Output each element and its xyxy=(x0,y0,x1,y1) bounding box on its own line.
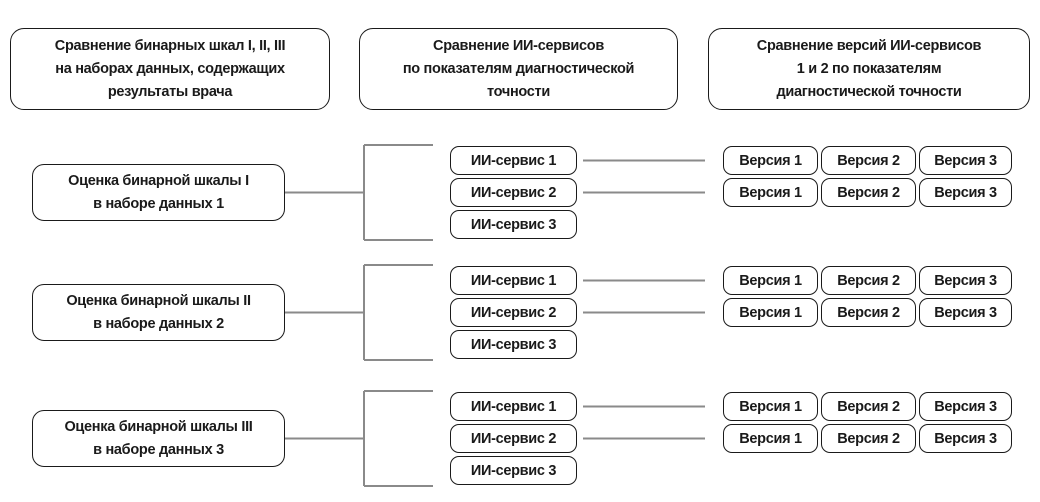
version-box: Версия 2 xyxy=(821,424,916,453)
version-box: Версия 1 xyxy=(723,424,818,453)
service-box: ИИ-сервис 1 xyxy=(450,146,577,175)
service-box: ИИ-сервис 1 xyxy=(450,266,577,295)
version-box: Версия 1 xyxy=(723,266,818,295)
header-text-line: Сравнение ИИ-сервисов xyxy=(433,37,604,54)
version-box: Версия 1 xyxy=(723,146,818,175)
header-text-line: диагностической точности xyxy=(776,83,962,100)
version-box: Версия 1 xyxy=(723,298,818,327)
version-box: Версия 3 xyxy=(919,266,1012,295)
scale-box-line: в наборе данных 2 xyxy=(93,315,224,332)
scale-box-line: в наборе данных 1 xyxy=(93,195,224,212)
header-text-line: Сравнение бинарных шкал I, II, III xyxy=(54,37,286,54)
scale-box-line: в наборе данных 3 xyxy=(93,441,224,458)
header-text-line: 1 и 2 по показателям xyxy=(796,60,942,77)
version-box: Версия 2 xyxy=(821,298,916,327)
version-box: Версия 2 xyxy=(821,178,916,207)
version-box: Версия 3 xyxy=(919,146,1012,175)
service-box: ИИ-сервис 3 xyxy=(450,456,577,485)
version-box: Версия 3 xyxy=(919,392,1012,421)
version-box: Версия 1 xyxy=(723,178,818,207)
scale-box-line: Оценка бинарной шкалы III xyxy=(64,418,253,435)
service-box: ИИ-сервис 2 xyxy=(450,178,577,207)
version-box: Версия 2 xyxy=(821,146,916,175)
service-box: ИИ-сервис 3 xyxy=(450,330,577,359)
header-text-line: по показателям диагностической xyxy=(402,60,635,77)
service-box: ИИ-сервис 2 xyxy=(450,424,577,453)
header-text-line: результаты врача xyxy=(107,83,233,100)
version-box: Версия 1 xyxy=(723,392,818,421)
version-box: Версия 3 xyxy=(919,298,1012,327)
scale-box-1: Оценка бинарной шкалы I в наборе данных … xyxy=(32,164,285,221)
version-box: Версия 2 xyxy=(821,266,916,295)
scale-box-line: Оценка бинарной шкалы I xyxy=(68,172,249,189)
header-box-service-versions: Сравнение версий ИИ-сервисов 1 и 2 по по… xyxy=(708,28,1030,110)
header-box-binary-scales: Сравнение бинарных шкал I, II, III на на… xyxy=(10,28,330,110)
service-box: ИИ-сервис 1 xyxy=(450,392,577,421)
service-box: ИИ-сервис 3 xyxy=(450,210,577,239)
version-box: Версия 3 xyxy=(919,178,1012,207)
header-text-line: на наборах данных, содержащих xyxy=(55,60,285,77)
header-text-line: Сравнение версий ИИ-сервисов xyxy=(756,37,982,54)
header-text-line: точности xyxy=(487,83,550,100)
service-box: ИИ-сервис 2 xyxy=(450,298,577,327)
scale-box-3: Оценка бинарной шкалы III в наборе данны… xyxy=(32,410,285,467)
version-box: Версия 2 xyxy=(821,392,916,421)
scale-box-2: Оценка бинарной шкалы II в наборе данных… xyxy=(32,284,285,341)
version-box: Версия 3 xyxy=(919,424,1012,453)
header-box-ai-services: Сравнение ИИ-сервисов по показателям диа… xyxy=(359,28,678,110)
scale-box-line: Оценка бинарной шкалы II xyxy=(66,292,251,309)
